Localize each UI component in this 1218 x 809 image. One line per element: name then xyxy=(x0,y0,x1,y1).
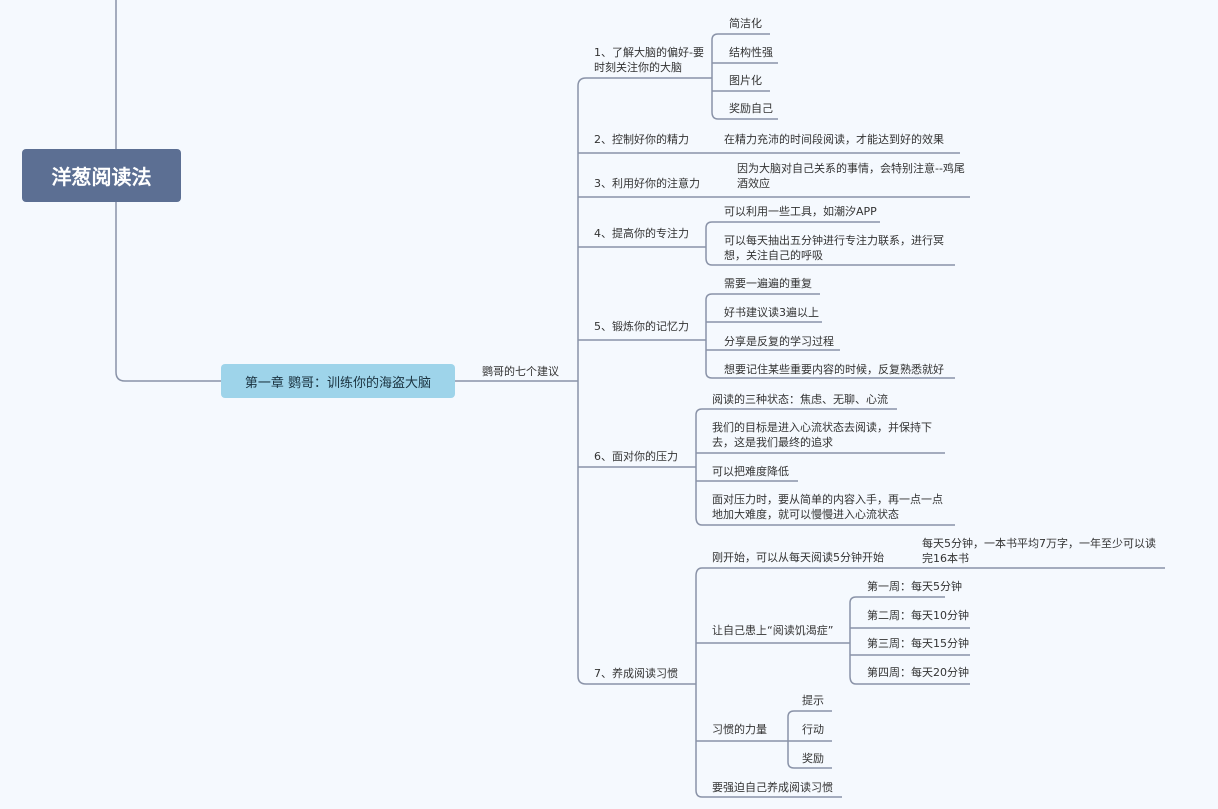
s6-item[interactable]: 可以把难度降低 xyxy=(712,465,789,478)
hunger-item[interactable]: 第一周：每天5分钟 xyxy=(867,580,962,593)
habit-item[interactable]: 提示 xyxy=(802,694,824,707)
chapter-node[interactable]: 第一章 鹦哥：训练你的海盗大脑 xyxy=(221,364,455,398)
s5-item[interactable]: 分享是反复的学习过程 xyxy=(724,335,834,348)
spine-main xyxy=(577,77,706,685)
section-2-title[interactable]: 2、控制好你的精力 xyxy=(594,133,689,146)
section-7-title[interactable]: 7、养成阅读习惯 xyxy=(594,667,678,680)
s5-item[interactable]: 想要记住某些重要内容的时候，反复熟悉就好 xyxy=(724,363,944,376)
spine-habit xyxy=(787,710,832,769)
spine-hunger xyxy=(849,596,970,685)
section-6-title[interactable]: 6、面对你的压力 xyxy=(594,450,678,463)
s7-start-detail[interactable]: 每天5分钟，一本书平均7万字，一年至少可以读完16本书 xyxy=(922,537,1156,565)
hunger-item[interactable]: 第四周：每天20分钟 xyxy=(867,666,969,679)
habit-item[interactable]: 行动 xyxy=(802,723,824,736)
s7-force[interactable]: 要强迫自己养成阅读习惯 xyxy=(712,781,833,794)
section-5-title[interactable]: 5、锻炼你的记忆力 xyxy=(594,320,689,333)
root-node[interactable]: 洋葱阅读法 xyxy=(22,149,181,202)
s7-start[interactable]: 刚开始，可以从每天阅读5分钟开始 xyxy=(712,551,884,564)
s1-item[interactable]: 图片化 xyxy=(729,74,762,87)
section-4-title[interactable]: 4、提高你的专注力 xyxy=(594,227,689,240)
s1-item[interactable]: 简洁化 xyxy=(729,17,762,30)
s5-item[interactable]: 好书建议读3遍以上 xyxy=(724,306,819,319)
connector-root-chapter xyxy=(115,0,221,382)
s1-item[interactable]: 结构性强 xyxy=(729,46,773,59)
s1-item[interactable]: 奖励自己 xyxy=(729,102,773,115)
s6-item[interactable]: 阅读的三种状态：焦虑、无聊、心流 xyxy=(712,393,888,406)
spine-s5 xyxy=(705,293,955,379)
s6-item[interactable]: 我们的目标是进入心流状态去阅读，并保持下去，这是我们最终的追求 xyxy=(712,421,932,449)
section-1-title[interactable]: 1、了解大脑的偏好-要时刻关注你的大脑 xyxy=(594,46,704,74)
hunger-item[interactable]: 第二周：每天10分钟 xyxy=(867,609,969,622)
section-3-title[interactable]: 3、利用好你的注意力 xyxy=(594,177,700,190)
branch-label[interactable]: 鹦哥的七个建议 xyxy=(482,365,559,378)
spine-s7 xyxy=(695,567,1165,798)
habit-item[interactable]: 奖励 xyxy=(802,752,824,765)
s4-item[interactable]: 可以每天抽出五分钟进行专注力联系，进行冥想，关注自己的呼吸 xyxy=(724,234,944,262)
s7-hunger[interactable]: 让自己患上“阅读饥渴症” xyxy=(712,624,834,637)
spine-s1 xyxy=(706,33,778,120)
hunger-item[interactable]: 第三周：每天15分钟 xyxy=(867,637,969,650)
s5-item[interactable]: 需要一遍遍的重复 xyxy=(724,277,812,290)
spine-s4 xyxy=(705,221,955,266)
s4-item[interactable]: 可以利用一些工具，如潮汐APP xyxy=(724,205,877,218)
s2-item[interactable]: 在精力充沛的时间段阅读，才能达到好的效果 xyxy=(724,133,944,146)
spine-s6 xyxy=(695,408,955,526)
s6-item[interactable]: 面对压力时，要从简单的内容入手，再一点一点地加大难度，就可以慢慢进入心流状态 xyxy=(712,493,943,521)
s7-habit[interactable]: 习惯的力量 xyxy=(712,723,767,736)
s3-item[interactable]: 因为大脑对自己关系的事情，会特别注意--鸡尾酒效应 xyxy=(737,162,965,190)
